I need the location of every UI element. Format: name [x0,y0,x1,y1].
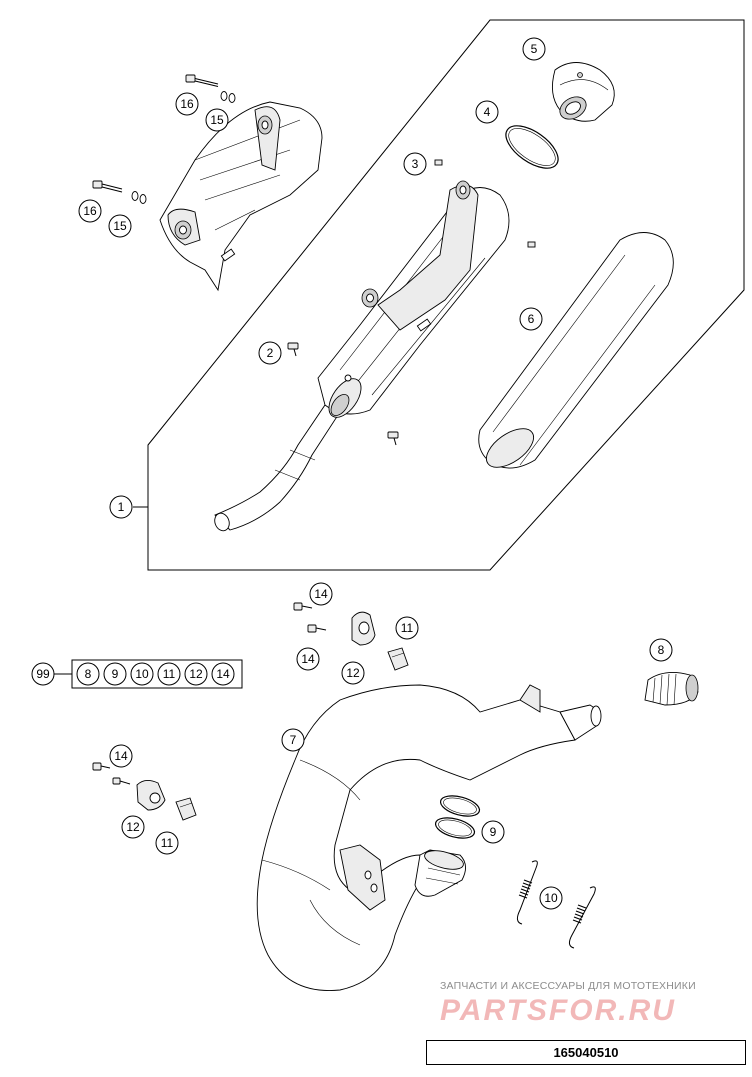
svg-text:9: 9 [490,825,497,839]
washer-15-lower-drawing [131,191,147,204]
svg-text:8: 8 [85,667,92,681]
svg-text:3: 3 [412,157,419,171]
svg-text:14: 14 [301,652,315,666]
callout-7: 7 [281,728,305,752]
silencer-sleeve-6-drawing [478,232,674,469]
washer-15-upper-drawing [220,91,236,103]
watermark-logo-text: PARTSFOR.RU [440,994,676,1027]
watermark-tagline: ЗАПЧАСТИ И АКСЕССУАРЫ ДЛЯ МОТОТЕХНИКИ [440,980,696,992]
svg-text:11: 11 [163,667,176,681]
svg-text:12: 12 [346,666,360,680]
bolt-14-lower-drawing [92,762,111,771]
callout-9: 9 [481,820,505,844]
bolt-14-upper-a-drawing [293,602,313,611]
screw-3-drawing [434,159,536,248]
svg-text:7: 7 [290,733,297,747]
svg-text:99: 99 [36,667,50,681]
svg-text:16: 16 [83,204,97,218]
callout-99: 99 [31,662,55,686]
svg-text:11: 11 [401,621,414,635]
callout-2: 2 [258,341,282,365]
end-cap-5-drawing [551,62,615,122]
callout-14-upper-b: 14 [296,647,320,671]
silencer-mount-bracket-drawing [159,101,323,292]
rubber-sleeve-8-drawing [644,671,699,706]
callout-15-lower: 15 [108,214,132,238]
callout-5: 5 [522,37,546,61]
gasket-4-drawing [505,125,559,169]
rubber-mount-12-lower-drawing [136,780,166,811]
callout-11-upper: 11 [395,616,419,640]
svg-text:15: 15 [113,219,127,233]
kit-item-9: 9 [103,662,127,686]
callout-14-lower: 14 [109,744,133,768]
svg-text:1: 1 [118,500,125,514]
callout-3: 3 [403,152,427,176]
svg-text:2: 2 [267,346,274,360]
clip-11-lower-drawing [175,797,197,821]
svg-text:12: 12 [189,667,203,681]
silencer-assembly-boundary [147,19,745,571]
header-pipe-7-drawing [256,684,602,991]
screw-2-drawing [287,342,399,446]
silencer-drawing [214,180,510,532]
document-number-box: 165040510 [426,1040,746,1065]
svg-text:6: 6 [528,312,535,326]
svg-text:4: 4 [484,105,491,119]
svg-text:10: 10 [135,667,149,681]
rubber-mount-12-upper-drawing [351,611,376,646]
svg-text:5: 5 [531,42,538,56]
callout-4: 4 [475,100,499,124]
clip-11-upper-drawing [387,647,409,671]
document-number: 165040510 [553,1045,619,1060]
kit-item-12: 12 [184,662,208,686]
callout-12-upper: 12 [341,661,365,685]
callout-10: 10 [539,886,563,910]
callout-1: 1 [109,495,133,519]
spring-10-drawing [516,860,596,949]
washer-14-lower-drawing [112,777,131,785]
kit-item-10: 10 [130,662,154,686]
svg-text:10: 10 [544,891,558,905]
kit-99-group: 99 8 9 10 11 12 14 [31,659,243,689]
callout-11-lower: 11 [155,831,179,855]
kit-item-14: 14 [211,662,235,686]
svg-text:14: 14 [216,667,230,681]
callout-15-upper: 15 [205,108,229,132]
bolt-16-lower-drawing [92,180,123,193]
svg-text:14: 14 [314,587,328,601]
kit-item-11: 11 [157,662,181,686]
svg-text:15: 15 [210,113,224,127]
svg-text:8: 8 [658,643,665,657]
callout-8: 8 [649,638,673,662]
callout-16-upper: 16 [175,92,199,116]
callout-16-lower: 16 [78,199,102,223]
callout-12-lower: 12 [121,815,145,839]
svg-text:9: 9 [112,667,119,681]
svg-text:16: 16 [180,97,194,111]
bolt-16-upper-drawing [185,74,219,87]
bolt-14-upper-b-drawing [307,624,327,633]
callout-14-upper-a: 14 [309,582,333,606]
o-ring-9-drawing [434,795,481,839]
svg-text:12: 12 [126,820,140,834]
callout-6: 6 [519,307,543,331]
svg-text:11: 11 [161,836,174,850]
svg-text:14: 14 [114,749,128,763]
kit-item-8: 8 [76,662,100,686]
